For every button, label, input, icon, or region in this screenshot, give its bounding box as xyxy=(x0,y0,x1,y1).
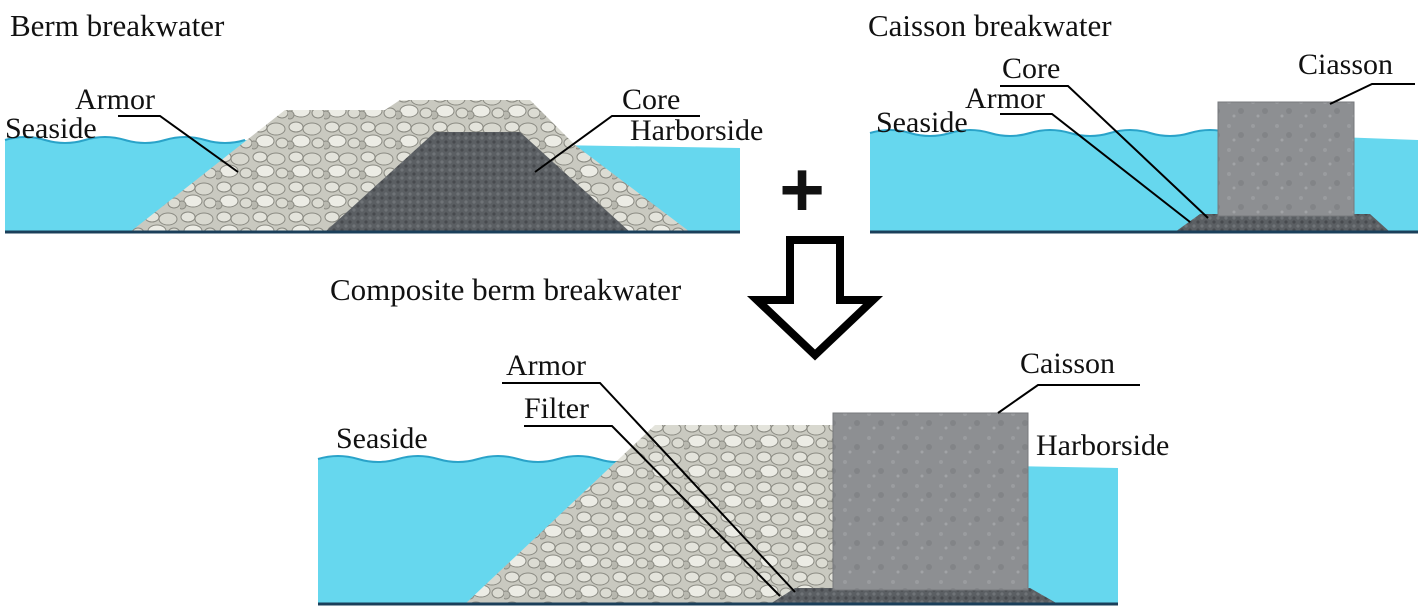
caisson-armor-label: Armor xyxy=(965,82,1045,115)
composite-filter-label: Filter xyxy=(524,392,589,425)
caisson-core-leader xyxy=(1000,85,1209,219)
down-arrow-icon xyxy=(746,236,884,361)
berm-core-label: Core xyxy=(622,83,680,116)
caisson-core-label: Core xyxy=(1002,52,1060,85)
berm-armor-leader xyxy=(118,115,239,173)
composite-caisson-block xyxy=(832,412,1029,591)
composite-harborside-label: Harborside xyxy=(1036,429,1169,462)
plus-sign: + xyxy=(779,145,825,233)
composite-armor-label: Armor xyxy=(506,349,586,382)
caisson-title: Caisson breakwater xyxy=(868,8,1112,43)
composite-title: Composite berm breakwater xyxy=(330,272,682,307)
combination-symbols: + Composite berm breakwater xyxy=(330,145,884,361)
berm-harborside-label: Harborside xyxy=(630,114,763,147)
berm-core-leader xyxy=(534,115,700,173)
caisson-wave-line xyxy=(869,129,1231,137)
caisson-breakwater-section: Caisson breakwater Core Armor Seaside Ci… xyxy=(868,8,1418,234)
composite-wave-line xyxy=(317,455,626,463)
caisson-block xyxy=(1217,101,1355,217)
caisson-armor-leader xyxy=(1000,113,1191,223)
berm-title: Berm breakwater xyxy=(10,8,225,43)
composite-filter-mound xyxy=(770,588,1058,604)
composite-armor-leader xyxy=(502,382,796,593)
caisson-caisson-label: Ciasson xyxy=(1298,48,1393,81)
composite-caisson-leader xyxy=(997,384,1140,414)
composite-breakwater-section: Armor Filter Seaside Caisson Harborside xyxy=(317,347,1169,606)
caisson-mound xyxy=(1175,214,1390,232)
composite-filter-leader xyxy=(524,425,781,597)
berm-wave-line xyxy=(4,136,246,144)
berm-seaside-label: Seaside xyxy=(5,112,97,145)
berm-armor-label: Armor xyxy=(75,83,155,116)
composite-seaside-label: Seaside xyxy=(336,422,428,455)
caisson-seaside-label: Seaside xyxy=(876,106,968,139)
berm-core xyxy=(325,132,630,232)
caisson-caisson-leader xyxy=(1329,83,1415,105)
composite-caisson-label: Caisson xyxy=(1020,347,1115,380)
berm-breakwater-section: Berm breakwater Armor Seaside Core Harbo… xyxy=(4,8,763,234)
